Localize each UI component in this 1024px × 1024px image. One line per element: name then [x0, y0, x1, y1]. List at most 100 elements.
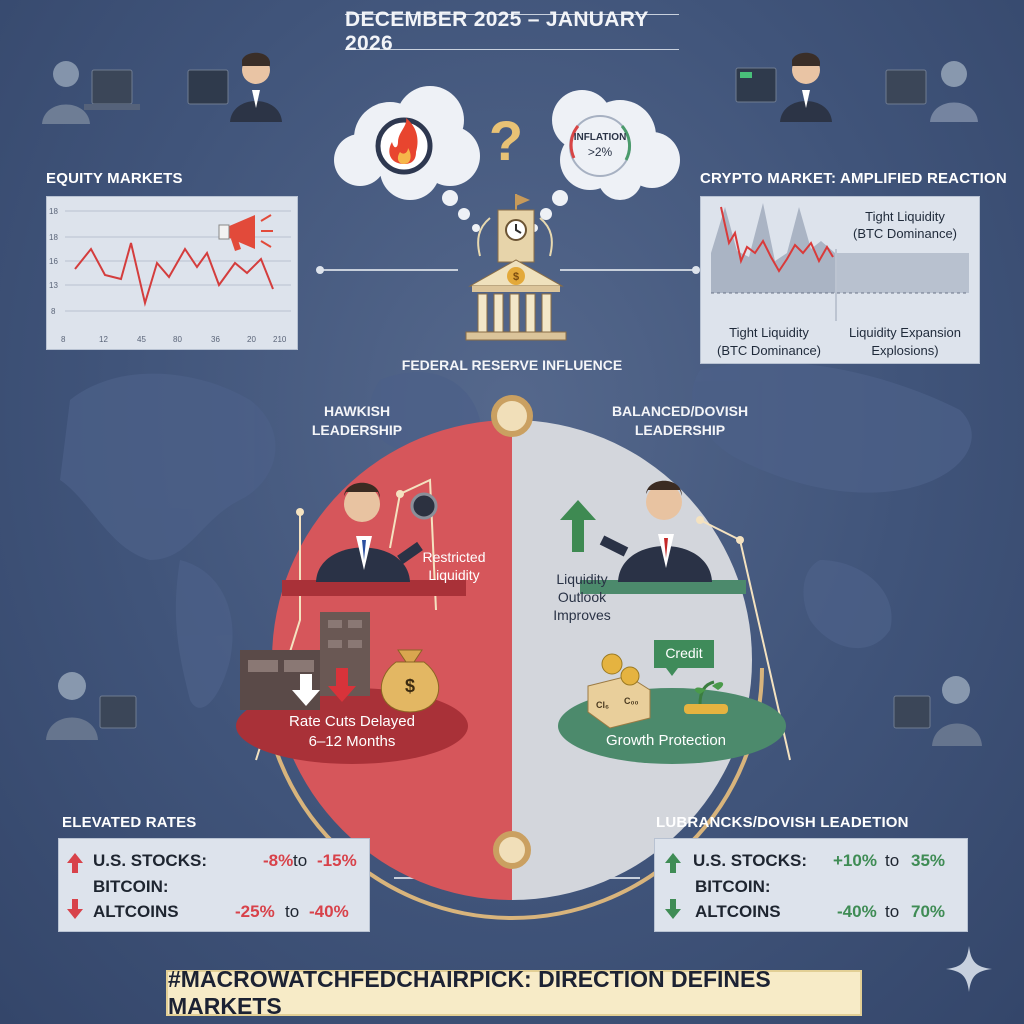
inflation-label: INFLATION	[574, 132, 627, 143]
hawkish-leader-figure	[282, 482, 466, 596]
balanced-panel: U.S. STOCKS: +10% to 35% BITCOIN: ALTCOI…	[654, 838, 968, 932]
equity-price-line	[74, 242, 274, 307]
fed-influence-caption: FEDERAL RESERVE INFLUENCE	[401, 357, 623, 373]
restricted-liquidity-line: Liquidity	[428, 567, 480, 583]
stat-to: 70%	[911, 902, 946, 921]
stat-label: U.S. STOCKS:	[93, 851, 207, 870]
coin-dollar-symbol: $	[513, 271, 519, 283]
arrow-up-icon	[560, 500, 596, 552]
elevated-rates-panel: U.S. STOCKS: -8% to -15% BITCOIN: ALTCOI…	[58, 838, 370, 932]
equity-y-tick: 16	[49, 257, 58, 266]
crypto-price-line	[720, 206, 834, 273]
equity-y-tick: 8	[51, 307, 56, 316]
arrow-up-icon	[67, 853, 83, 873]
dovish-leader-figure	[580, 480, 746, 594]
coins-box-icon	[587, 653, 651, 729]
sparkle-icon	[946, 946, 992, 992]
equity-x-tick: 20	[247, 335, 256, 344]
crypto-market-title: CRYPTO MARKET: AMPLIFIED REACTION	[700, 170, 1007, 187]
crypto-bottom-right-label: Liquidity Expansion	[849, 325, 961, 340]
growth-protection-label: Growth Protection	[605, 732, 727, 749]
equity-chart-panel: 18 18 16 13 8 8 12 45 80 36 20 210	[46, 196, 298, 350]
equity-x-tick: 12	[99, 335, 108, 344]
stat-to: -15%	[317, 851, 357, 870]
stat-label: ALTCOINS	[695, 902, 781, 921]
stat-from: -40%	[837, 902, 877, 921]
crypto-right-top-label: Tight Liquidity	[865, 209, 945, 224]
rate-cuts-label: Rate Cuts Delayed 6–12 Months	[276, 712, 428, 752]
trader-figure-top-left	[42, 61, 140, 124]
trader-figure-left	[46, 672, 137, 740]
stat-sep: to	[285, 902, 300, 921]
hawkish-half	[272, 420, 512, 900]
balanced-title: LUBRANCKS/DOVISH LEADETION	[656, 814, 909, 831]
trader-figure-top-right-a	[735, 52, 832, 122]
rate-cuts-line: Rate Cuts Delayed	[289, 713, 415, 730]
equity-x-tick: 45	[137, 335, 146, 344]
arrow-down-icon	[665, 899, 681, 919]
hawkish-title-line: LEADERSHIP	[311, 422, 403, 438]
stat-label: BITCOIN:	[695, 877, 771, 896]
stat-from: -25%	[235, 902, 275, 921]
equity-line-chart: 18 18 16 13 8 8 12 45 80 36 20 210	[49, 207, 291, 344]
stat-to: -40%	[309, 902, 349, 921]
clock-icon	[410, 492, 438, 520]
dovish-title-line: BALANCED/DOVISH	[611, 403, 749, 419]
equity-x-tick: 80	[173, 335, 182, 344]
liquidity-outlook-line: Outlook	[557, 589, 607, 605]
crypto-chart-panel: Tight Liquidity (BTC Dominance) Tight Li…	[700, 196, 980, 364]
top-knob-icon	[491, 395, 533, 437]
dovish-title: BALANCED/DOVISH LEADERSHIP	[582, 402, 778, 440]
crypto-chart: Tight Liquidity (BTC Dominance) Tight Li…	[711, 203, 969, 358]
restricted-liquidity-label: Restricted Liquidity	[406, 548, 502, 584]
stat-label: BITCOIN:	[93, 877, 169, 896]
liquidity-outlook-line: Liquidity	[556, 571, 608, 587]
box-label: Cl₆	[596, 700, 610, 710]
trader-figure-top-center	[187, 52, 282, 122]
credit-label: Credit	[665, 645, 703, 661]
stat-sep: to	[885, 902, 900, 921]
equity-x-tick: 210	[273, 335, 287, 344]
stat-to: 35%	[911, 851, 946, 870]
liquidity-outlook-label: Liquidity Outlook Improves	[540, 570, 624, 624]
plant-coins-icon	[684, 680, 728, 714]
crypto-bottom-right-label: Explosions)	[871, 343, 938, 358]
hashtag-banner: #MACROWATCHFEDCHAIRPICK: DIRECTION DEFIN…	[166, 966, 862, 1019]
equity-y-tick: 18	[49, 233, 58, 242]
bottom-knob-icon	[493, 831, 531, 869]
fed-thought-illustration: INFLATION >2% ? $	[334, 86, 680, 341]
equity-x-tick: 36	[211, 335, 220, 344]
arrow-up-icon	[665, 853, 681, 873]
stat-from: -8%	[263, 851, 294, 870]
dovish-title-line: LEADERSHIP	[634, 422, 726, 438]
stat-from: +10%	[833, 851, 877, 870]
equity-y-tick: 13	[49, 281, 58, 290]
hawkish-title: HAWKISH LEADERSHIP	[302, 402, 412, 440]
stat-sep: to	[885, 851, 900, 870]
arrow-down-icon	[67, 899, 83, 919]
money-bag-icon	[380, 649, 440, 713]
stat-label: ALTCOINS	[93, 902, 179, 921]
crypto-bottom-left-label: (BTC Dominance)	[717, 343, 821, 358]
money-bag-symbol: $	[404, 676, 415, 696]
federal-reserve-building-icon	[465, 194, 567, 341]
equity-y-tick: 18	[49, 207, 58, 216]
box-label: C₀₀	[624, 696, 639, 706]
equity-x-tick: 8	[61, 335, 66, 344]
crypto-bottom-left-label: Tight Liquidity	[729, 325, 809, 340]
arrow-down-icon	[328, 668, 356, 702]
date-range-banner: DECEMBER 2025 – JANUARY 2026	[345, 8, 679, 55]
crypto-right-top-label: (BTC Dominance)	[853, 226, 957, 241]
megaphone-icon	[218, 214, 273, 251]
elevated-rates-title: ELEVATED RATES	[62, 814, 197, 831]
credit-badge	[654, 640, 714, 668]
hawkish-title-line: HAWKISH	[323, 403, 391, 419]
stat-sep: to	[293, 851, 308, 870]
trader-figure-right	[893, 676, 982, 746]
equity-markets-title: EQUITY MARKETS	[46, 170, 183, 187]
restricted-liquidity-line: Restricted	[422, 549, 486, 565]
liquidity-outlook-line: Improves	[553, 607, 611, 623]
trader-figure-top-right-b	[885, 61, 978, 122]
flame-icon	[375, 117, 433, 175]
